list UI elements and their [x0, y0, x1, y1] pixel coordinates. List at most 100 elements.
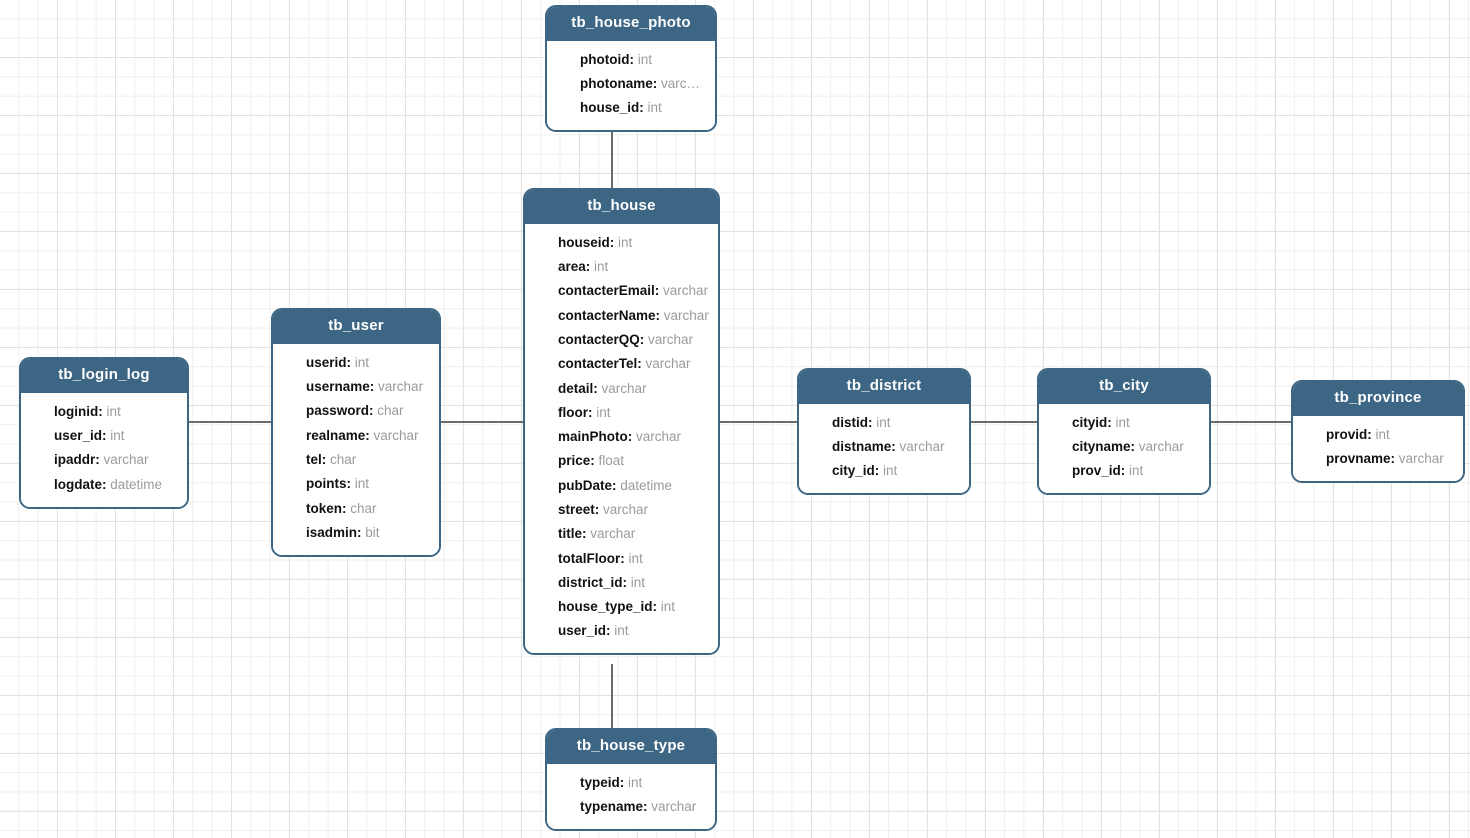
field-name: cityname	[1072, 439, 1131, 455]
field-name: provid	[1326, 426, 1368, 442]
field-row[interactable]: area: int	[525, 255, 718, 279]
field-type: char	[330, 452, 357, 468]
field-row[interactable]: token: char	[273, 496, 439, 520]
field-row[interactable]: provid: int	[1293, 423, 1463, 447]
field-name: mainPhoto	[558, 429, 628, 445]
field-row[interactable]: isadmin: bit	[273, 520, 439, 544]
field-type: varchar	[663, 283, 709, 299]
field-row[interactable]: userid: int	[273, 351, 439, 375]
field-row[interactable]: prov_id: int	[1039, 459, 1209, 483]
field-separator: :	[95, 452, 104, 468]
field-row[interactable]: district_id: int	[525, 570, 718, 594]
field-name: typeid	[580, 774, 620, 790]
connector-login-log-to-user[interactable]	[188, 421, 272, 423]
field-row[interactable]: logdate: datetime	[21, 472, 187, 496]
field-type: int	[1115, 414, 1130, 430]
connector-user-to-house[interactable]	[440, 421, 524, 423]
field-type: datetime	[620, 477, 673, 493]
field-type: varchar	[648, 332, 694, 348]
field-separator: :	[627, 429, 636, 445]
field-row[interactable]: detail: varchar	[525, 376, 718, 400]
field-row[interactable]: user_id: int	[21, 424, 187, 448]
field-row[interactable]: typename: varchar	[547, 795, 715, 819]
field-row[interactable]: house_id: int	[547, 96, 715, 120]
connector-house-to-district[interactable]	[719, 421, 798, 423]
field-row[interactable]: price: float	[525, 449, 718, 473]
field-row[interactable]: photoid: int	[547, 48, 715, 72]
field-separator: :	[1130, 439, 1139, 455]
field-row[interactable]: cityname: varchar	[1039, 435, 1209, 459]
field-row[interactable]: contacterEmail: varchar	[525, 279, 718, 303]
field-type: varchar	[899, 439, 945, 455]
field-name: pubDate	[558, 477, 612, 493]
field-row[interactable]: ipaddr: varchar	[21, 448, 187, 472]
field-type: varchar	[651, 799, 697, 815]
field-row[interactable]: mainPhoto: varchar	[525, 425, 718, 449]
field-separator: :	[585, 259, 595, 275]
field-row[interactable]: contacterName: varchar	[525, 303, 718, 327]
field-separator: :	[637, 356, 646, 372]
field-row[interactable]: username: varchar	[273, 375, 439, 399]
field-row[interactable]: contacterQQ: varchar	[525, 328, 718, 352]
field-row[interactable]: pubDate: datetime	[525, 473, 718, 497]
field-name: typename	[580, 799, 644, 815]
connector-house-photo-to-house[interactable]	[611, 130, 613, 189]
field-row[interactable]: city_id: int	[799, 459, 969, 483]
field-row[interactable]: title: varchar	[525, 522, 718, 546]
field-type: varchar	[645, 356, 691, 372]
field-row[interactable]: house_type_id: int	[525, 595, 718, 619]
field-separator: :	[369, 379, 379, 395]
field-separator: :	[590, 453, 599, 469]
field-separator: :	[891, 439, 900, 455]
entity-title-tb_house_photo: tb_house_photo	[547, 7, 715, 41]
field-row[interactable]: contacterTel: varchar	[525, 352, 718, 376]
field-type: varchar	[601, 380, 647, 396]
field-separator: :	[609, 234, 619, 250]
field-name: street	[558, 501, 595, 517]
field-name: contacterEmail	[558, 283, 655, 299]
field-row[interactable]: realname: varchar	[273, 423, 439, 447]
connector-house-to-house-type[interactable]	[611, 664, 613, 729]
field-row[interactable]: provname: varchar	[1293, 447, 1463, 471]
field-separator: :	[619, 774, 629, 790]
field-name: points	[306, 476, 347, 492]
field-row[interactable]: loginid: int	[21, 400, 187, 424]
connector-district-to-city[interactable]	[970, 421, 1038, 423]
field-row[interactable]: photoname: varc…	[547, 72, 715, 96]
field-name: password	[306, 403, 370, 419]
field-row[interactable]: password: char	[273, 399, 439, 423]
field-row[interactable]: distid: int	[799, 411, 969, 435]
field-row[interactable]: street: varchar	[525, 498, 718, 522]
entity-title-tb_province: tb_province	[1293, 382, 1463, 416]
field-row[interactable]: user_id: int	[525, 619, 718, 643]
field-row[interactable]: houseid: int	[525, 231, 718, 255]
connector-city-to-province[interactable]	[1210, 421, 1292, 423]
field-separator: :	[639, 332, 649, 348]
field-name: userid	[306, 354, 347, 370]
field-row[interactable]: tel: char	[273, 448, 439, 472]
field-separator: :	[612, 477, 621, 493]
field-separator: :	[620, 550, 629, 566]
field-type: int	[594, 259, 609, 275]
field-type: int	[110, 428, 125, 444]
field-row[interactable]: floor: int	[525, 400, 718, 424]
field-row[interactable]: points: int	[273, 472, 439, 496]
field-row[interactable]: typeid: int	[547, 771, 715, 795]
field-type: char	[350, 500, 377, 516]
field-row[interactable]: distname: varchar	[799, 435, 969, 459]
field-row[interactable]: totalFloor: int	[525, 546, 718, 570]
field-row[interactable]: cityid: int	[1039, 411, 1209, 435]
field-separator: :	[639, 100, 648, 116]
